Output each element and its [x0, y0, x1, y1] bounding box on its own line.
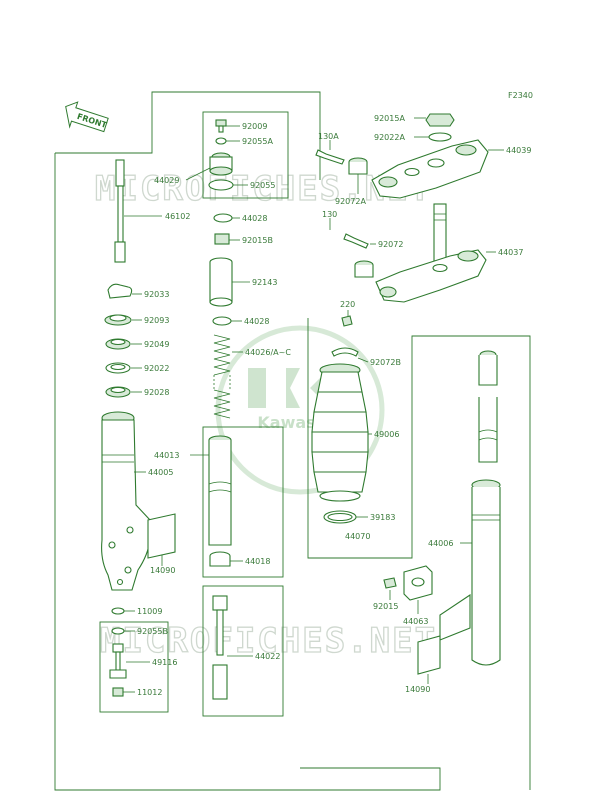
- label-44029: 44029: [154, 176, 179, 185]
- label-92072A: 92072A: [335, 197, 366, 206]
- label-92015A: 92015A: [374, 114, 405, 123]
- label-92072: 92072: [378, 240, 403, 249]
- watermark-top: MICROFICHES.NET: [95, 169, 432, 209]
- cartridge-44013: [190, 435, 232, 546]
- bushing-44018: [209, 551, 243, 567]
- label-49006: 49006: [374, 430, 399, 439]
- label-44028-top: 44028: [242, 214, 267, 223]
- screw-92009: [215, 119, 240, 133]
- fork-cap-44029: [185, 152, 233, 181]
- label-44028-lower: 44028: [244, 317, 269, 326]
- label-14090-right: 14090: [405, 685, 430, 694]
- label-92022A: 92022A: [374, 133, 405, 142]
- washer-92022A: [428, 132, 452, 142]
- gasket-11009: [111, 607, 125, 615]
- label-92093: 92093: [144, 316, 169, 325]
- clip-92033: [107, 283, 133, 299]
- cartridge-group-box: [202, 426, 284, 578]
- valve-group-box: [99, 621, 169, 713]
- collar-92143: [209, 257, 250, 307]
- label-11012: 11012: [137, 688, 162, 697]
- label-92033: 92033: [144, 290, 169, 299]
- label-92028: 92028: [144, 388, 169, 397]
- bolt-11012: [112, 687, 135, 697]
- label-92015: 92015: [373, 602, 398, 611]
- label-plate-14090-left: [147, 513, 176, 559]
- seat-44028-top: [213, 213, 233, 223]
- slide-group-box: [202, 585, 284, 717]
- label-44005: 44005: [148, 468, 173, 477]
- label-44063: 44063: [403, 617, 428, 626]
- outer-tube-44006: [439, 479, 501, 666]
- nut-92015A: [414, 113, 455, 127]
- label-14090-left: 14090: [150, 566, 175, 575]
- valve-49116: [109, 643, 150, 679]
- clamp-92072A: [348, 157, 368, 194]
- cap-group-box: [202, 111, 289, 199]
- damper-rod-46102: [114, 159, 162, 263]
- inner-tube-right: [478, 350, 498, 463]
- right-assembly-frame: [307, 318, 531, 790]
- spring-44026: [213, 334, 243, 419]
- bolt-220: [341, 310, 353, 327]
- label-46102: 46102: [165, 212, 190, 221]
- lower-bracket-44037: [375, 203, 496, 303]
- rod-44022: [212, 595, 253, 700]
- label-220: 220: [340, 300, 355, 309]
- label-92049: 92049: [144, 340, 169, 349]
- left-assembly-frame: [54, 91, 441, 791]
- label-92009: 92009: [242, 122, 267, 131]
- label-92015B: 92015B: [242, 236, 273, 245]
- label-92055A: 92055A: [242, 137, 273, 146]
- label-130A: 130A: [318, 132, 339, 141]
- label-92072B: 92072B: [370, 358, 401, 367]
- bolt-130: [329, 218, 369, 249]
- label-92055B: 92055B: [137, 627, 168, 636]
- label-44026: 44026/A~C: [245, 348, 291, 357]
- o-ring-92055A: [215, 137, 227, 145]
- watermark-bottom: MICROFICHES.NET: [100, 621, 437, 661]
- o-ring-92055: [208, 179, 234, 191]
- clamp-39183: [323, 510, 368, 524]
- label-92143: 92143: [252, 278, 277, 287]
- label-92055: 92055: [250, 181, 275, 190]
- seat-44028-lower: [212, 316, 232, 326]
- label-92022: 92022: [144, 364, 169, 373]
- figure-code: F2340: [508, 91, 533, 100]
- label-44039: 44039: [506, 146, 531, 155]
- holder-44063: [403, 565, 433, 614]
- upper-bracket-44039: [371, 139, 504, 199]
- bolt-130A: [315, 140, 345, 165]
- front-arrow-icon: FRONT: [65, 101, 109, 133]
- label-130: 130: [322, 210, 337, 219]
- label-44022: 44022: [255, 652, 280, 661]
- band-92072B: [331, 347, 369, 363]
- label-plate-14090-right: [417, 635, 441, 675]
- label-11009: 11009: [137, 607, 162, 616]
- label-44013: 44013: [154, 451, 179, 460]
- label-44070: 44070: [345, 532, 370, 541]
- boot-49006: [311, 363, 372, 502]
- label-44037: 44037: [498, 248, 523, 257]
- nut-92015B: [214, 233, 240, 245]
- label-49116: 49116: [152, 658, 177, 667]
- outer-tube-44005: [101, 411, 151, 591]
- o-ring-92055B: [111, 627, 125, 635]
- nut-92015: [383, 577, 397, 600]
- clamp-92072: [354, 243, 376, 278]
- label-39183: 39183: [370, 513, 395, 522]
- label-44018: 44018: [245, 557, 270, 566]
- label-44006: 44006: [428, 539, 453, 548]
